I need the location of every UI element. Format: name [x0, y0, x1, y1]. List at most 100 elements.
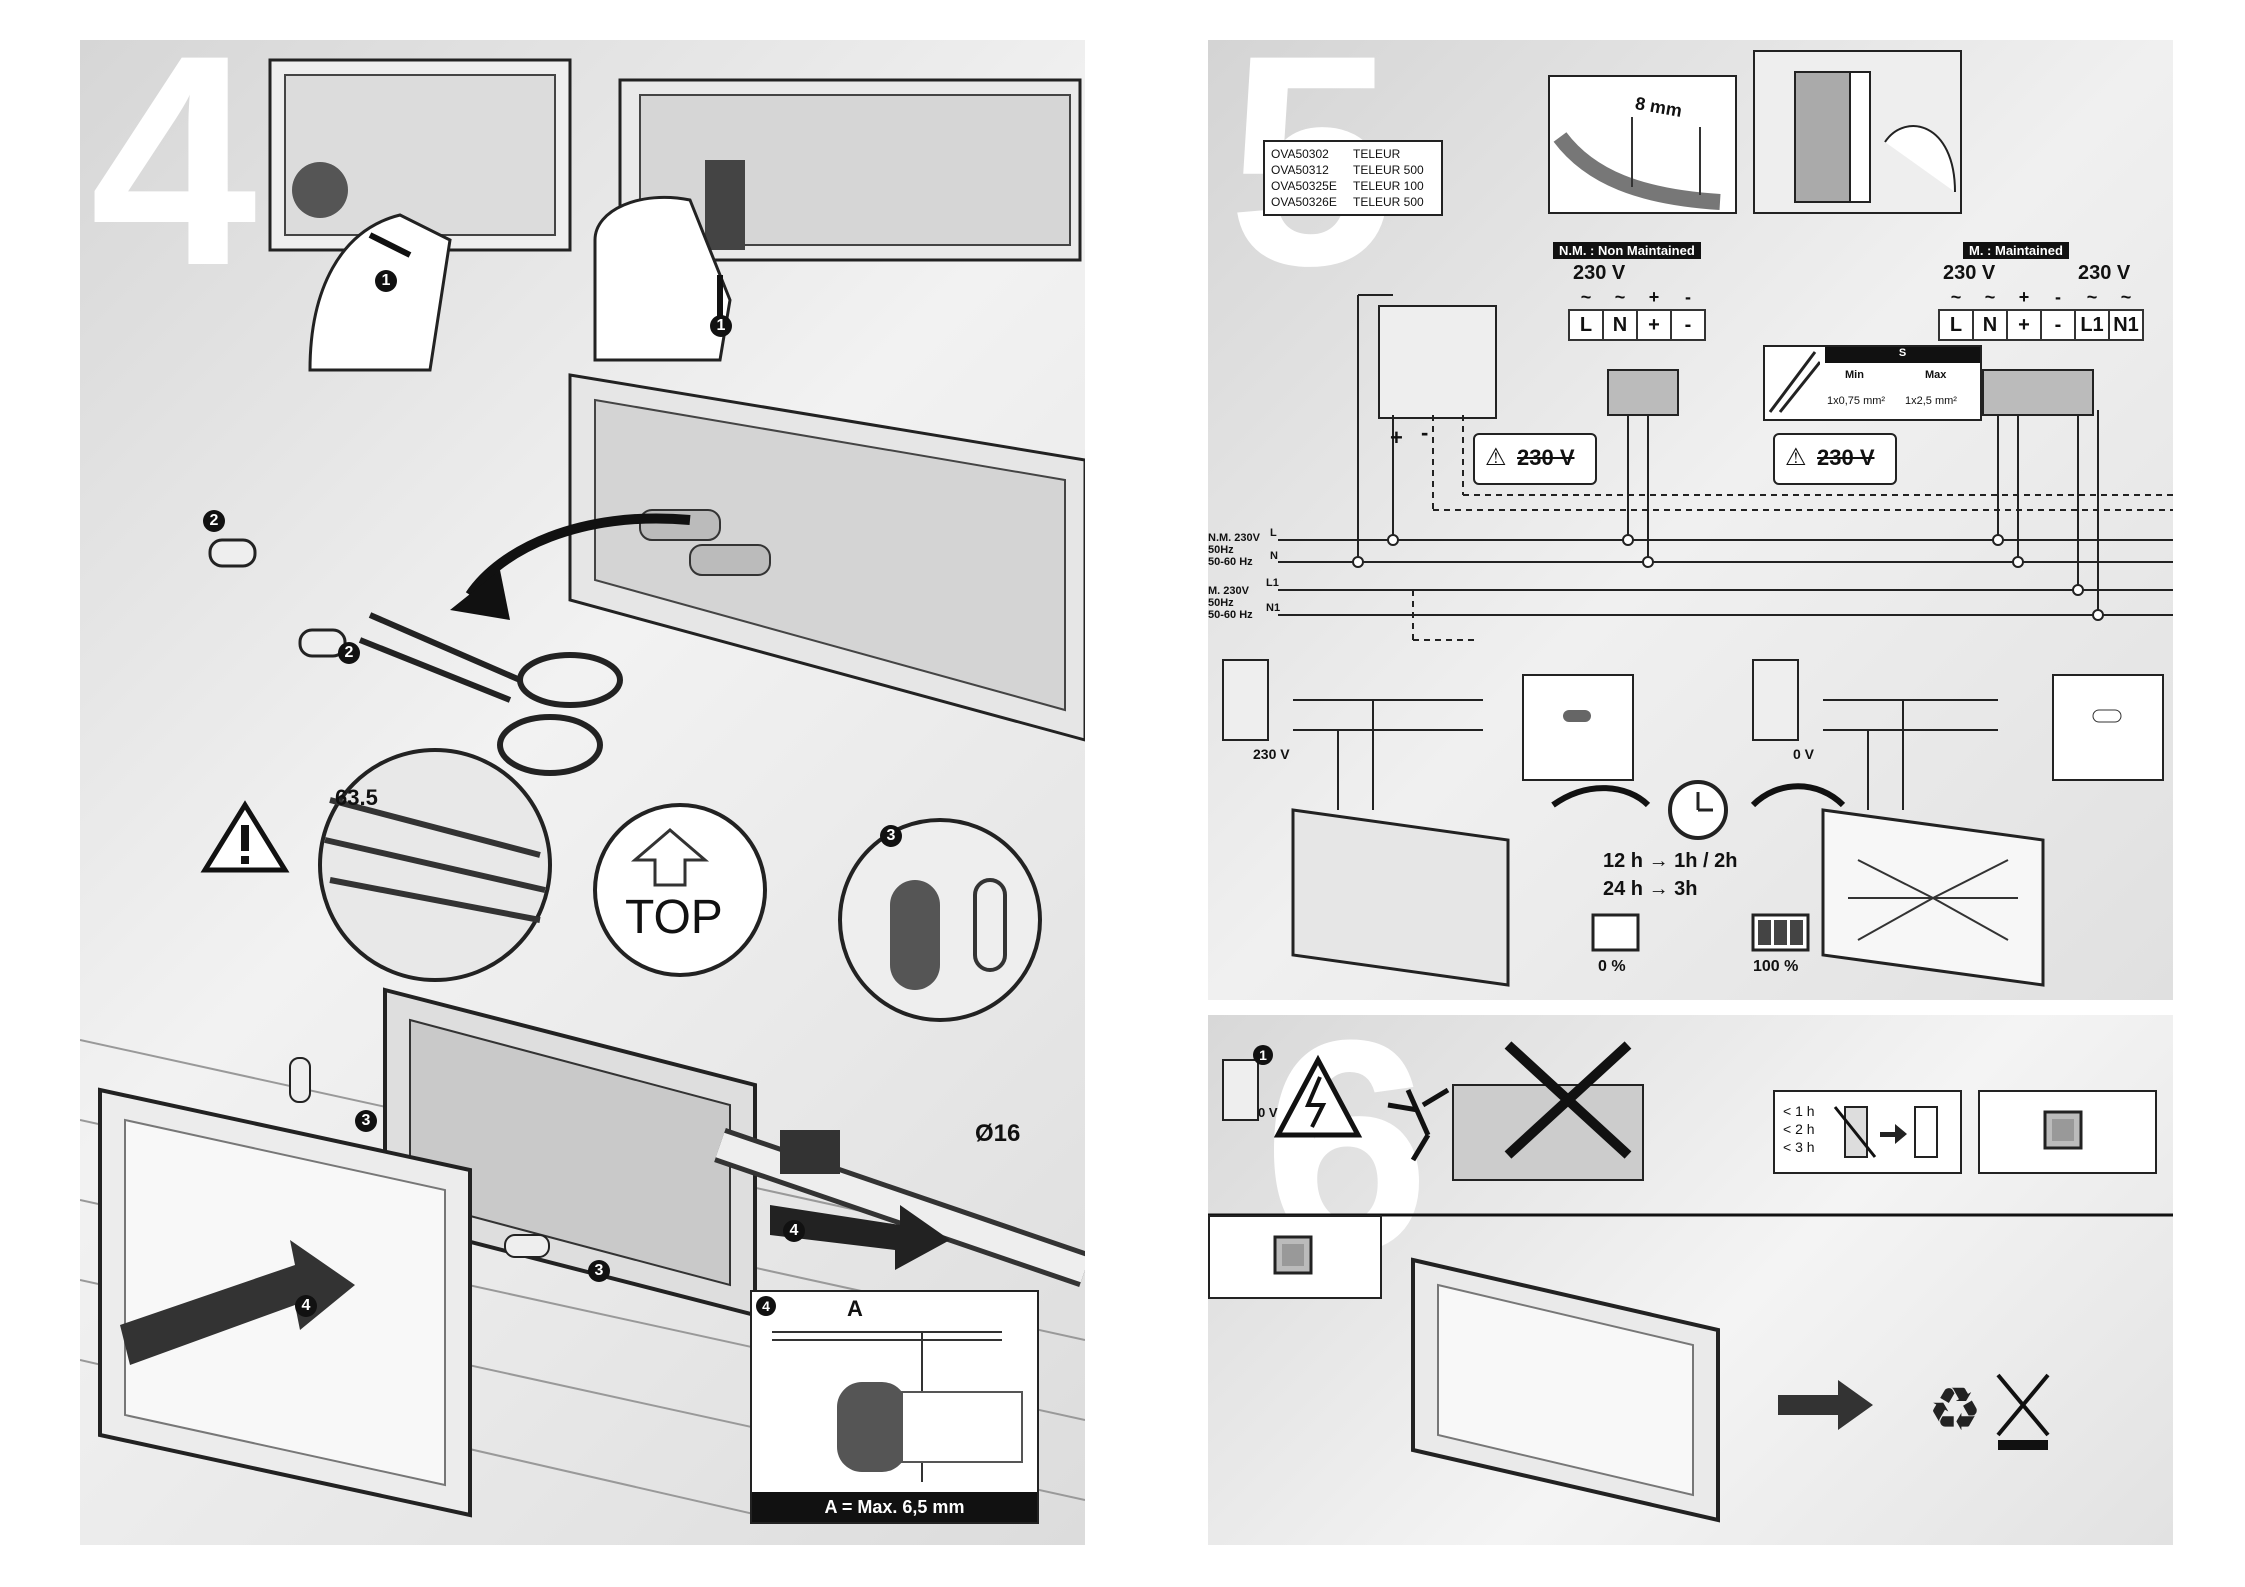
terminal-N1: N1: [2108, 309, 2144, 341]
m-terminal-block: ~~ +- ~~ L N + - L1 N1: [1938, 286, 2144, 341]
nm-voltage: 230 V: [1573, 262, 1626, 284]
callout-4: 4: [783, 1220, 805, 1242]
warning-icon: ⚠: [1785, 444, 1807, 471]
warning-icon: ⚠: [1485, 444, 1507, 471]
max-header: Max: [1925, 369, 1947, 381]
terminal-L1: L1: [2074, 309, 2110, 341]
callout-4: 4: [295, 1295, 317, 1317]
terminal-minus: -: [1670, 309, 1706, 341]
warning-voltage: 230 V: [1817, 445, 1875, 470]
callout-1: 1: [375, 270, 397, 292]
callout-1: 1: [1253, 1045, 1273, 1065]
arrow-cable: [770, 1205, 950, 1270]
callout-4: 4: [756, 1296, 776, 1316]
gland-removal-right: [593, 78, 1082, 362]
wiring-diagram: [1222, 294, 2173, 987]
dimension-label: 63.5: [335, 785, 378, 810]
electric-hazard-icon: [1273, 1054, 1363, 1138]
terminal-plus: +: [1636, 309, 1672, 341]
wire-strip-detail: 8 mm: [1548, 75, 1737, 214]
callout-3: 3: [588, 1260, 610, 1282]
terminal-insert-detail: [1753, 50, 1962, 214]
cable-section-table: S Min Max 1x0,75 mm² 1x2,5 mm²: [1763, 345, 1982, 421]
step-6-panel: 6 ♻ 1 0 V < 1 h< 2 h< 3 h: [1208, 1015, 2173, 1545]
battery-empty-icon: [1591, 913, 1640, 952]
m-voltage-left: 230 V: [1943, 262, 1996, 284]
test-button-box: [1978, 1090, 2157, 1174]
m-voltage-right: 230 V: [2078, 262, 2131, 284]
scissors: [208, 538, 623, 776]
inset-caption: A = Max. 6,5 mm: [752, 1492, 1037, 1522]
charge-time-2: 24 h → 3h: [1603, 878, 1698, 900]
callout-2: 2: [338, 642, 360, 664]
detail-top: [593, 803, 767, 977]
line-L1: L1: [1266, 577, 1279, 589]
callout-1: 1: [710, 315, 732, 337]
battery-full-label: 100 %: [1753, 958, 1799, 975]
battery-replace-box: < 1 h< 2 h< 3 h: [1773, 1090, 1962, 1174]
terminal-N: N: [1602, 309, 1638, 341]
terminal-L: L: [1938, 309, 1974, 341]
callout-2: 2: [203, 510, 225, 532]
lamp-off: [1291, 808, 1510, 987]
breaker-off-label: 0 V: [1258, 1105, 1278, 1120]
cable-diameter-label: Ø16: [975, 1120, 1021, 1147]
callout-3: 3: [355, 1110, 377, 1132]
warning-voltage: 230 V: [1517, 445, 1575, 470]
luminaire-base-wall: [383, 987, 757, 1318]
top-label: TOP: [625, 891, 723, 944]
open-luminaire: [1452, 1084, 1644, 1181]
test-button-box: [1208, 1215, 1382, 1299]
nm-title: N.M. : Non Maintained: [1553, 242, 1701, 259]
luminaire-back: [568, 373, 1085, 742]
gland-removal-left: [268, 58, 572, 372]
duration-list: < 1 h< 2 h< 3 h: [1783, 1103, 1815, 1155]
breaker-icon: [1222, 1059, 1259, 1121]
line-L: L: [1270, 527, 1277, 539]
minus-label: -: [1421, 420, 1429, 445]
terminal-minus: -: [2040, 309, 2076, 341]
plus-label: +: [1390, 425, 1403, 450]
no-230v-warning: ⚠ 230 V: [1773, 433, 1897, 485]
electrocution-icon: [1387, 1087, 1450, 1162]
max-value: 1x2,5 mm²: [1905, 395, 1957, 407]
min-header: Min: [1845, 369, 1864, 381]
callout-3: 3: [880, 825, 902, 847]
line-N: N: [1270, 550, 1278, 562]
charger-module: [1378, 305, 1497, 419]
m-title: M. : Maintained: [1963, 242, 2069, 259]
terminal-N: N: [1972, 309, 2008, 341]
battery-empty-label: 0 %: [1598, 958, 1626, 975]
weee-bar: [1998, 1440, 2048, 1450]
nm-terminal-block: ~~ +- L N + -: [1568, 286, 1706, 341]
min-value: 1x0,75 mm²: [1827, 395, 1886, 407]
recycle-icon: ♻: [1928, 1376, 1982, 1443]
step-4-illustration: [80, 58, 1085, 1521]
arrow-recycle: [1778, 1380, 1873, 1430]
terminal-L: L: [1568, 309, 1604, 341]
gland-inset: 4 A A = Max. 6,5 mm: [750, 1290, 1039, 1524]
no-230v-warning: ⚠ 230 V: [1473, 433, 1597, 485]
step-4-panel: 4: [80, 40, 1085, 1545]
section-header: S: [1825, 347, 1980, 363]
charge-time-1: 12 h → 1h / 2h: [1603, 850, 1738, 872]
arrow-cut: [465, 513, 691, 598]
warning-icon: [200, 800, 290, 873]
terminal-plus: +: [2006, 309, 2042, 341]
dimension-a-label: A: [847, 1296, 863, 1321]
breaker-off-label: 0 V: [1793, 746, 1815, 762]
inset-drawing: [772, 1331, 1023, 1482]
breaker-on-label: 230 V: [1253, 746, 1290, 762]
step-6-illustration: ♻: [1208, 1041, 2173, 1523]
line-N1: N1: [1266, 602, 1281, 614]
arrow-insert: [120, 1240, 355, 1365]
step-number: 4: [90, 40, 257, 328]
